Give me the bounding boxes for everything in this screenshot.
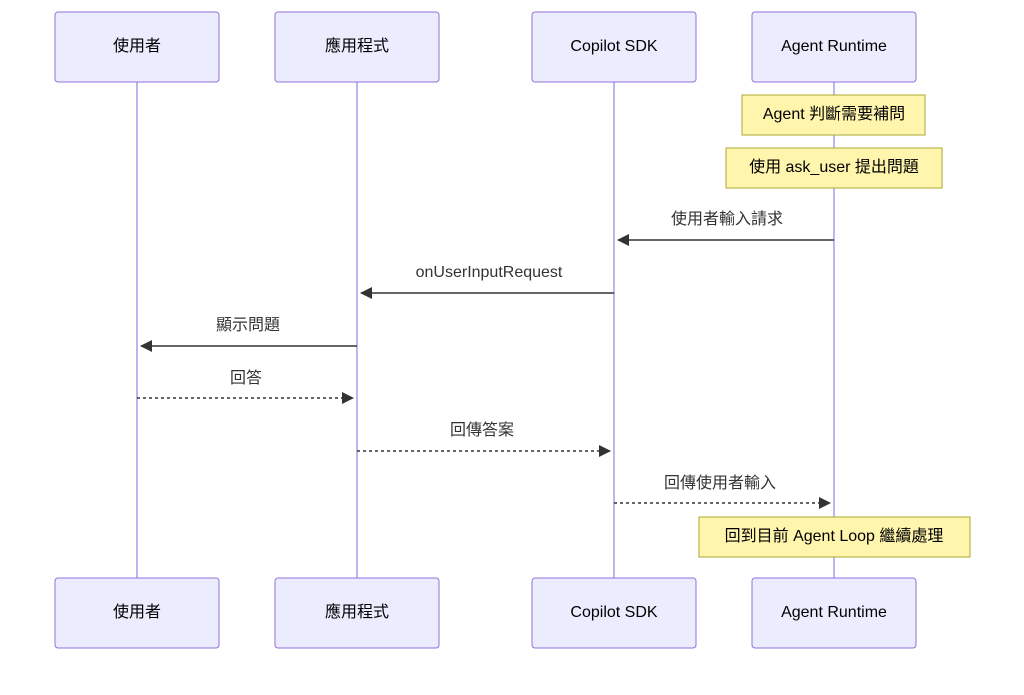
actor-label: 應用程式	[325, 602, 389, 621]
actor-sdk-bottom: Copilot SDK	[531, 577, 697, 649]
message-user-input-request: 使用者輸入請求	[617, 210, 834, 246]
actor-label: Copilot SDK	[570, 38, 657, 55]
note-agent-decides: Agent 判斷需要補問	[741, 94, 926, 136]
message-return-answer: 回傳答案	[357, 421, 611, 457]
note-ask-user: 使用 ask_user 提出問題	[725, 147, 943, 189]
message-label: onUserInputRequest	[416, 264, 563, 281]
actor-runtime-bottom: Agent Runtime	[751, 577, 917, 649]
note-text: 回到目前 Agent Loop 繼續處理	[725, 527, 944, 545]
message-label: 回答	[230, 369, 262, 387]
message-on-user-input-request: onUserInputRequest	[360, 264, 614, 299]
actor-runtime-top: Agent Runtime	[751, 11, 917, 83]
actor-label: 應用程式	[325, 36, 389, 55]
actor-user-bottom: 使用者	[54, 577, 220, 649]
actor-label: 使用者	[113, 37, 161, 55]
actor-user-top: 使用者	[54, 11, 220, 83]
message-label: 顯示問題	[216, 317, 280, 334]
message-label: 回傳使用者輸入	[664, 474, 776, 492]
actor-label: Agent Runtime	[781, 38, 887, 55]
message-label: 使用者輸入請求	[671, 210, 783, 228]
actor-app-bottom: 應用程式	[274, 577, 440, 649]
actor-label: 使用者	[113, 603, 161, 621]
actor-sdk-top: Copilot SDK	[531, 11, 697, 83]
actor-label: Agent Runtime	[781, 604, 887, 621]
actor-label: Copilot SDK	[570, 604, 657, 621]
message-show-question: 顯示問題	[140, 317, 357, 352]
note-text: 使用 ask_user 提出問題	[749, 158, 919, 176]
actor-app-top: 應用程式	[274, 11, 440, 83]
message-label: 回傳答案	[450, 421, 514, 439]
message-answer: 回答	[137, 369, 354, 404]
note-resume-agent-loop: 回到目前 Agent Loop 繼續處理	[698, 516, 971, 558]
message-return-user-input: 回傳使用者輸入	[614, 474, 831, 509]
note-text: Agent 判斷需要補問	[763, 105, 905, 123]
